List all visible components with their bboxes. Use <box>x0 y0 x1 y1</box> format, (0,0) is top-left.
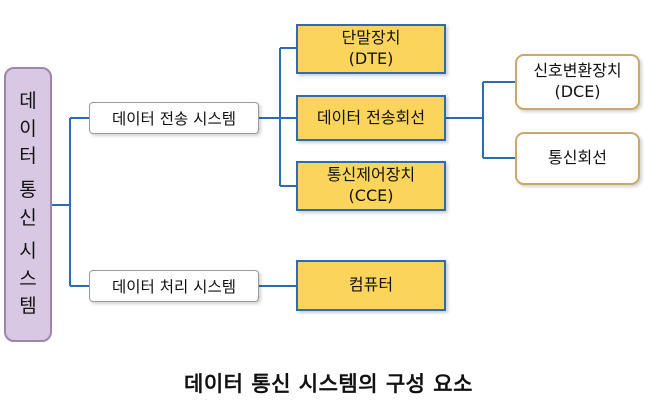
root-char: 이 <box>19 117 37 140</box>
diagram-caption: 데이터 통신 시스템의 구성 요소 <box>184 372 473 396</box>
communication-line-label: 통신회선 <box>548 148 607 168</box>
dce-box: 신호변환장치 (DCE) <box>515 54 640 110</box>
root-char: 스 <box>19 267 37 290</box>
data-transmission-system-label: 데이터 전송 시스템 <box>112 110 236 128</box>
data-processing-system-box: 데이터 처리 시스템 <box>89 270 259 302</box>
computer-box: 컴퓨터 <box>296 260 446 311</box>
communication-line-box: 통신회선 <box>515 132 640 185</box>
dce-abbrev: (DCE) <box>554 82 601 101</box>
computer-label: 컴퓨터 <box>348 275 394 295</box>
cce-label: 통신제어장치 <box>326 165 416 185</box>
root-char: 터 <box>19 145 37 168</box>
data-transmission-system-box: 데이터 전송 시스템 <box>89 102 259 134</box>
root-char: 데 <box>19 90 37 113</box>
transmission-line-box: 데이터 전송회선 <box>296 95 446 141</box>
transmission-line-label: 데이터 전송회선 <box>316 107 426 127</box>
data-processing-system-label: 데이터 처리 시스템 <box>112 278 236 296</box>
dte-box: 단말장치 (DTE) <box>296 24 446 74</box>
cce-abbrev: (CCE) <box>348 186 394 205</box>
dte-abbrev: (DTE) <box>348 49 394 68</box>
dte-label: 단말장치 <box>341 28 401 48</box>
cce-box: 통신제어장치 (CCE) <box>296 161 446 211</box>
root-char: 통 <box>19 178 37 201</box>
root-char: 템 <box>19 295 37 318</box>
dce-label: 신호변환장치 <box>533 61 622 81</box>
root-char: 시 <box>19 240 37 263</box>
root-data-communication-system: 데 이 터 통 신 시 스 템 <box>4 67 52 342</box>
root-char: 신 <box>19 206 37 229</box>
